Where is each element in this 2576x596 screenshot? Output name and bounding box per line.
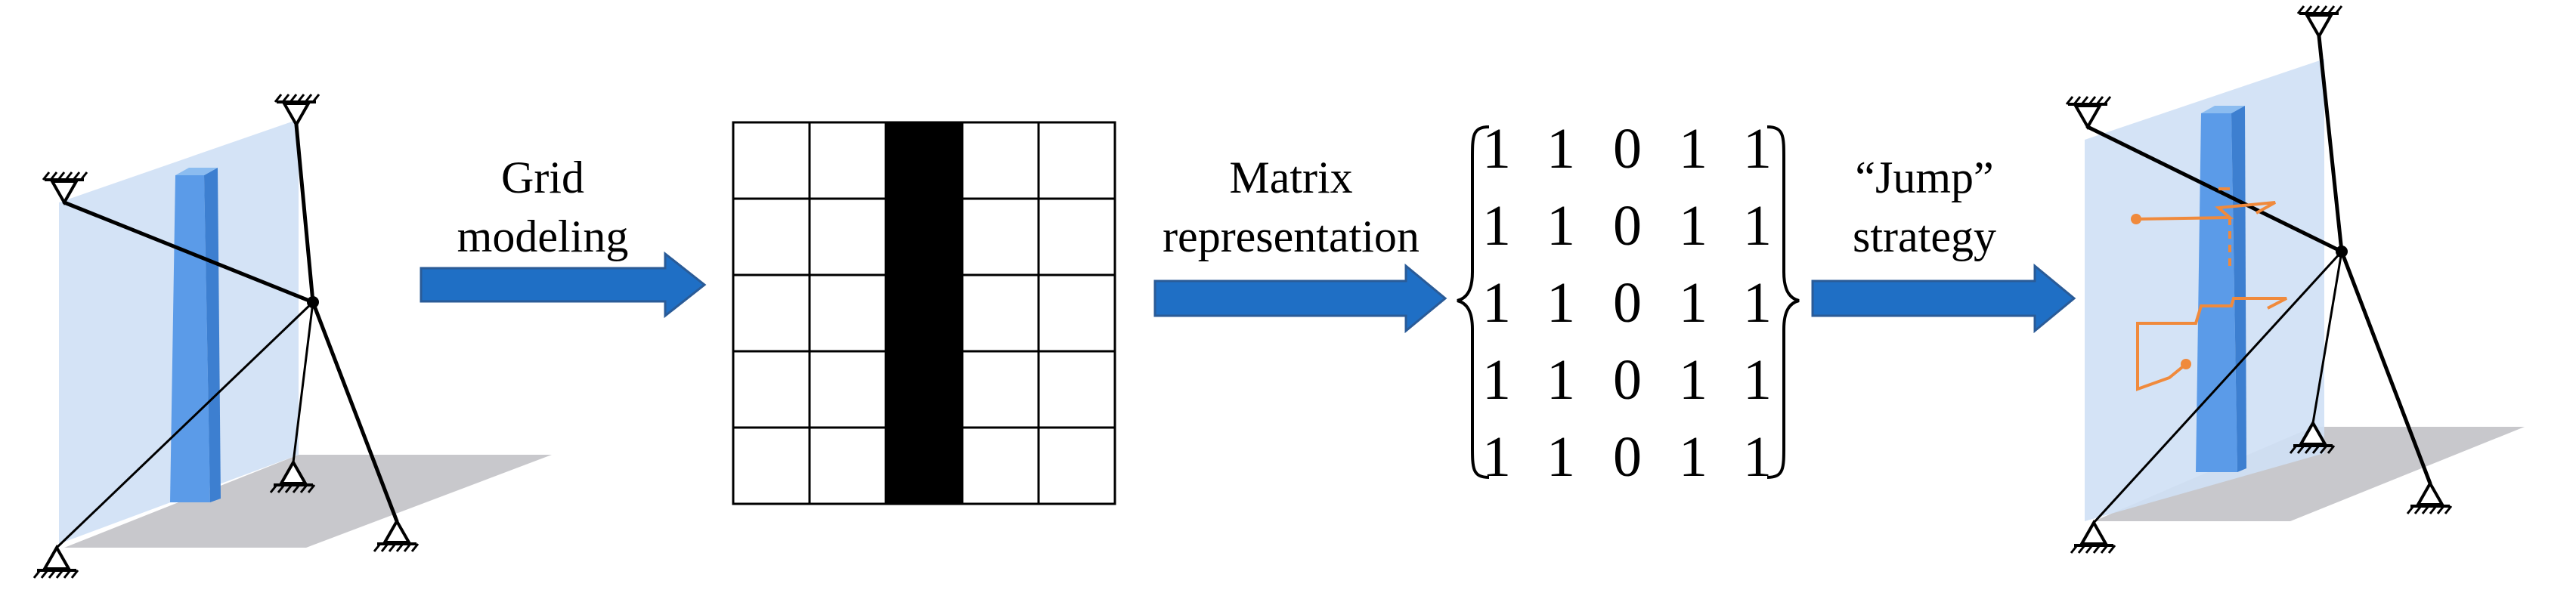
matrix-entry: 1	[1743, 271, 1772, 335]
matrix-entry: 1	[1547, 117, 1575, 181]
occupancy-grid	[732, 121, 1116, 505]
path-end-point	[2131, 214, 2141, 224]
grid-cell-blocked	[884, 426, 964, 505]
fixed-support-icon	[2070, 519, 2116, 554]
step-label-line-1: Grid	[501, 153, 584, 202]
matrix-entry: 0	[1613, 117, 1642, 181]
grid-cell-free	[1037, 350, 1116, 429]
fixed-support-icon	[2065, 96, 2112, 131]
step-label-line-2: strategy	[1853, 212, 1996, 261]
matrix-entry: 1	[1547, 348, 1575, 412]
matrix-entry: 1	[1547, 425, 1575, 489]
grid-cell-free	[961, 350, 1040, 429]
grid-cell-blocked	[884, 273, 964, 353]
matrix-entry: 0	[1613, 194, 1642, 258]
fixed-support-icon	[2289, 419, 2336, 454]
fixed-support-icon	[2406, 480, 2453, 514]
cable-node-icon	[307, 296, 319, 308]
matrix-entry: 1	[1743, 348, 1772, 412]
left-brace	[1457, 125, 1490, 479]
fixed-support-icon	[274, 94, 320, 128]
grid-cell-blocked	[884, 197, 964, 276]
result-scene	[2065, 5, 2525, 554]
grid-cell-free	[808, 350, 887, 429]
grid-cell-free	[961, 273, 1040, 353]
grid-cell-free	[808, 273, 887, 353]
grid-cell-free	[1037, 197, 1116, 276]
jump-path	[2135, 187, 2287, 391]
cable-node-icon	[2336, 246, 2348, 258]
step-matrix-representation: Matrix representation	[1153, 153, 1447, 334]
grid-cell-free	[732, 426, 811, 505]
matrix-entry: 1	[1679, 117, 1708, 181]
matrix-entry: 0	[1613, 348, 1642, 412]
matrix-entry: 0	[1613, 271, 1642, 335]
grid-cell-free	[1037, 273, 1116, 353]
matrix-entry: 1	[1679, 348, 1708, 412]
arrow-right-icon	[1153, 263, 1447, 334]
matrix-entry: 1	[1482, 425, 1511, 489]
obstacle-column	[170, 168, 221, 502]
ground-plane	[64, 455, 552, 548]
grid-cell-free	[961, 426, 1040, 505]
fixed-support-icon	[269, 459, 316, 493]
cable-net	[55, 122, 399, 549]
step-label-line-1: Matrix	[1229, 153, 1352, 202]
grid-cell-free	[732, 197, 811, 276]
matrix-entry: 1	[1743, 425, 1772, 489]
fixed-support-icon	[2296, 5, 2343, 40]
matrix-entry: 1	[1743, 194, 1772, 258]
step-jump-strategy: “Jump” strategy	[1811, 153, 2076, 334]
matrix-entry: 1	[1482, 194, 1511, 258]
grid-cell-free	[808, 197, 887, 276]
matrix-entry: 1	[1547, 271, 1575, 335]
grid-cell-free	[961, 197, 1040, 276]
matrix-entry: 1	[1743, 117, 1772, 181]
step-label-line-2: modeling	[457, 212, 629, 261]
matrix-entry: 1	[1547, 194, 1575, 258]
matrix-entry: 1	[1679, 271, 1708, 335]
fixed-support-icon	[373, 517, 420, 552]
grid-cell-free	[732, 350, 811, 429]
right-brace	[1766, 125, 1800, 479]
grid-cell-free	[732, 273, 811, 353]
step-label-line-2: representation	[1163, 212, 1420, 261]
arrow-right-icon	[1811, 263, 2076, 334]
grid-cell-free	[732, 121, 811, 200]
step-label-line-1: “Jump”	[1855, 153, 1993, 202]
path-start-point	[2181, 359, 2191, 369]
step-grid-modeling: Grid modeling	[420, 153, 707, 319]
matrix-entry: 1	[1482, 271, 1511, 335]
grid-cell-free	[808, 121, 887, 200]
arrow-right-icon	[420, 251, 707, 319]
grid-cell-blocked	[884, 350, 964, 429]
fixed-support-icon	[42, 171, 88, 206]
matrix-entry: 1	[1482, 348, 1511, 412]
initial-scene	[33, 94, 552, 579]
grid-cell-blocked	[884, 121, 964, 200]
obstacle-column	[2196, 106, 2246, 472]
matrix-entry: 1	[1482, 117, 1511, 181]
grid-cell-free	[808, 426, 887, 505]
matrix-entry: 1	[1679, 425, 1708, 489]
grid-cell-free	[961, 121, 1040, 200]
matrix-entry: 0	[1613, 425, 1642, 489]
grid-cell-free	[1037, 426, 1116, 505]
cable-net	[2085, 34, 2432, 524]
matrix-entry: 1	[1679, 194, 1708, 258]
grid-cell-free	[1037, 121, 1116, 200]
fixed-support-icon	[33, 544, 79, 579]
